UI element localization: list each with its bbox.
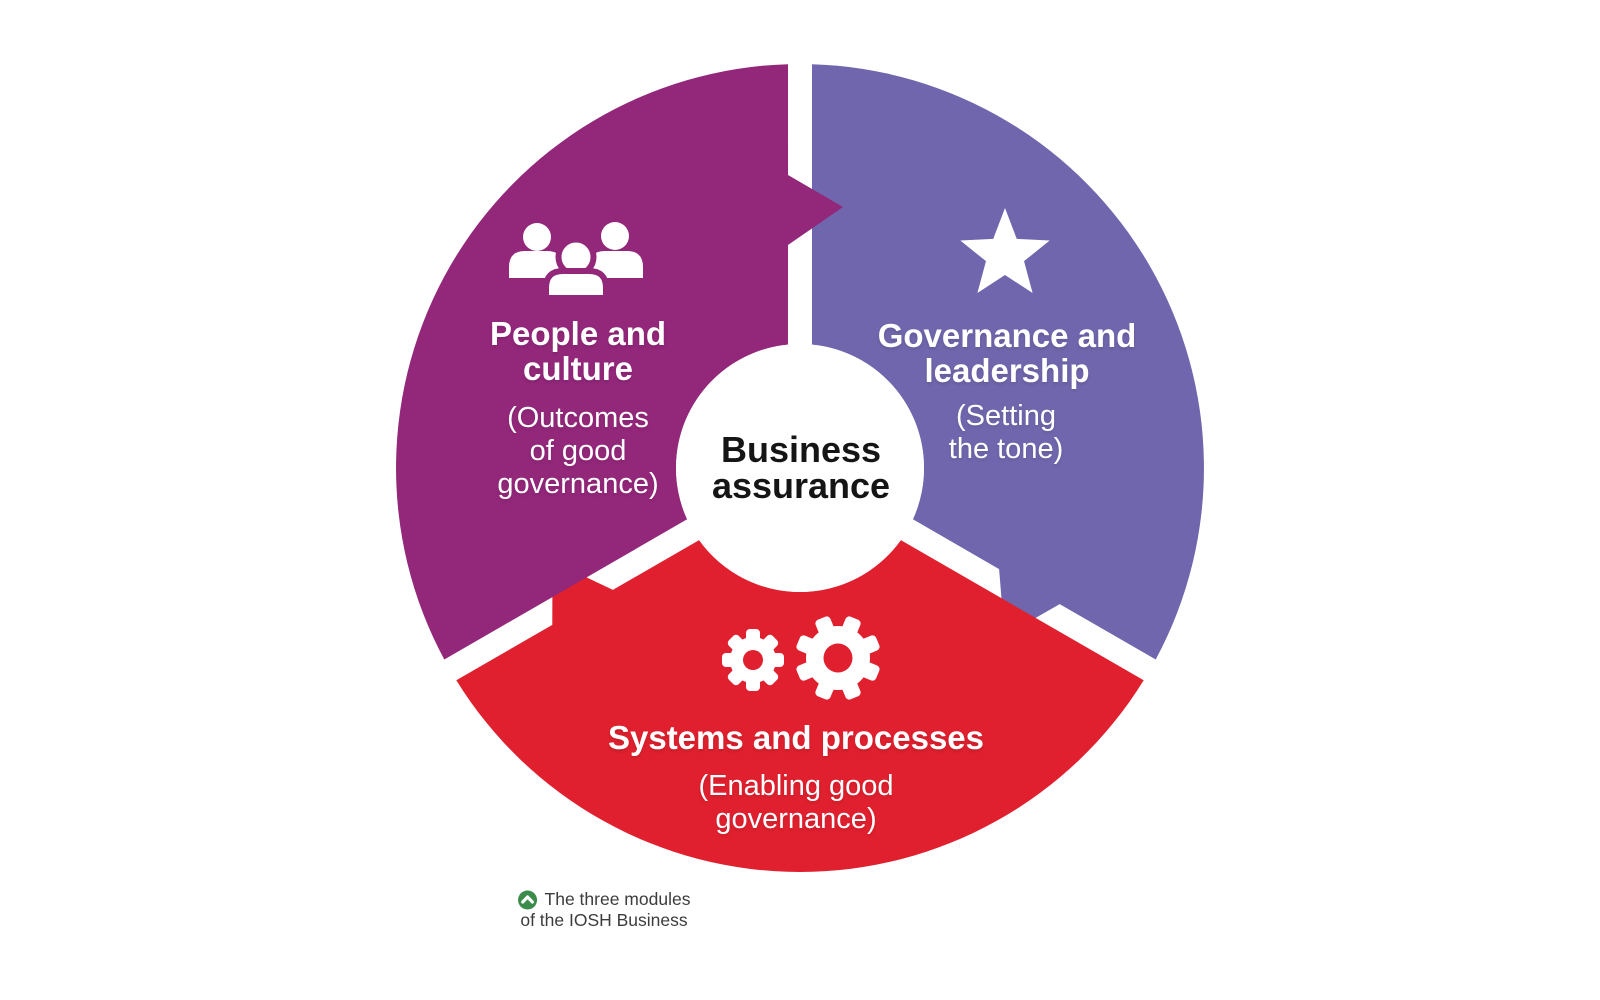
sector-governance-leadership [812, 64, 1204, 660]
gears-icon [722, 616, 880, 700]
center-title: Business assurance [711, 429, 891, 506]
people-culture-title: People and culture [489, 315, 667, 387]
people-culture-subtitle: (Outcomes of good governance) [497, 402, 659, 500]
caption-line2: of the IOSH Business [520, 910, 688, 930]
governance-leadership-title: Governance and leadership [877, 317, 1137, 389]
center-circle [676, 344, 924, 592]
chevron-up-circle-icon [518, 890, 538, 909]
caption-line1: The three modules [544, 889, 691, 909]
systems-processes-title: Systems and processes [607, 719, 985, 756]
sector-people-culture [396, 64, 843, 660]
systems-processes-subtitle: (Enabling good governance) [698, 770, 894, 835]
caption: The three modules of the IOSH Business [518, 889, 691, 931]
star-icon [960, 208, 1050, 293]
people-icon [509, 222, 643, 301]
sector-systems-processes [456, 540, 1144, 872]
governance-leadership-subtitle: (Setting the tone) [948, 400, 1064, 465]
